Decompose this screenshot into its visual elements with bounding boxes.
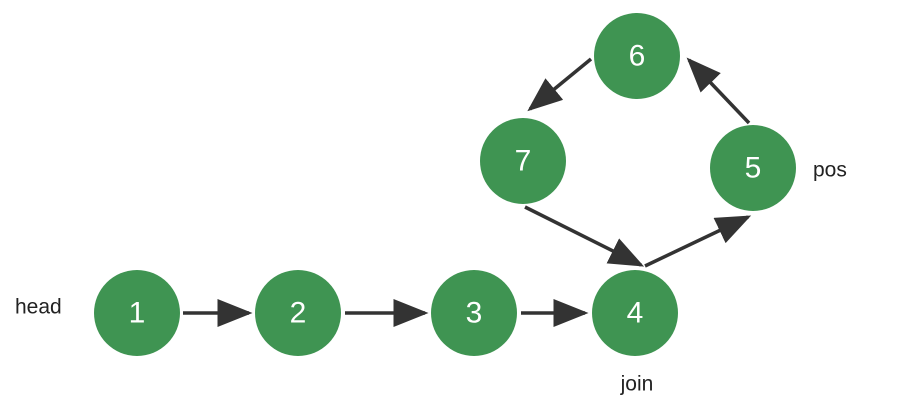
node-7: 7	[480, 118, 566, 204]
node-2-circle	[255, 270, 341, 356]
edge-5-to-6	[686, 57, 751, 125]
node-3-circle	[431, 270, 517, 356]
node-4-circle	[592, 270, 678, 356]
node-3-label: 3	[466, 297, 483, 330]
node-7-label: 7	[515, 145, 532, 178]
node-6-label: 6	[629, 40, 646, 73]
pos-label: pos	[813, 159, 847, 182]
node-6: 6	[594, 13, 680, 99]
node-1: 1	[94, 270, 180, 356]
node-5: 5	[710, 125, 796, 211]
node-3: 3	[431, 270, 517, 356]
head-label: head	[15, 296, 62, 319]
node-2-label: 2	[290, 297, 307, 330]
node-4-label: 4	[627, 297, 644, 330]
node-6-circle	[594, 13, 680, 99]
join-label: join	[620, 373, 654, 396]
node-7-circle	[480, 118, 566, 204]
node-2: 2	[255, 270, 341, 356]
node-1-label: 1	[129, 297, 146, 330]
node-5-circle	[710, 125, 796, 211]
edge-4-to-5	[644, 215, 752, 268]
edge-7-to-4	[524, 205, 645, 267]
node-4: 4	[592, 270, 678, 356]
edge-6-to-7	[527, 57, 593, 112]
edges	[183, 57, 752, 327]
node-1-circle	[94, 270, 180, 356]
node-5-label: 5	[745, 152, 762, 185]
